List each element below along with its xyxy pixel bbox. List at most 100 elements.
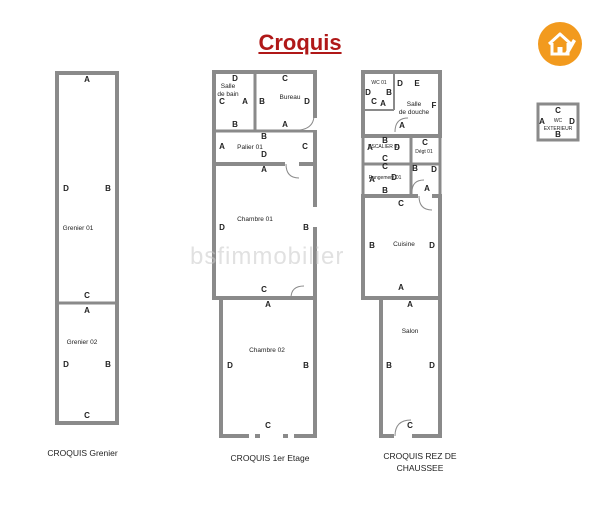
- wall-letter-c: C: [282, 74, 288, 83]
- logo-badge: [538, 22, 582, 66]
- wall-letter-c: C: [398, 199, 404, 208]
- room-label-chambre01: Chambre 01: [237, 216, 273, 223]
- wall-letter-b: B: [259, 97, 265, 106]
- wall-letter-a: A: [380, 99, 386, 108]
- door-opening: [313, 207, 317, 227]
- chambre01-outline: [212, 162, 317, 300]
- room-label-rangement: Rangement 01: [369, 175, 402, 181]
- wall-letter-d: D: [569, 117, 575, 126]
- room-label-cuisine: Cuisine: [393, 241, 415, 248]
- wall-letter-d: D: [219, 223, 225, 232]
- house-pencil-icon: [547, 32, 576, 56]
- wall-letter-a: A: [424, 184, 430, 193]
- wall-letter-f: F: [432, 101, 437, 110]
- wall-letter-a: A: [367, 143, 373, 152]
- room-label-palier: Palier 01: [237, 144, 263, 151]
- room-label-wc01: WC 01: [371, 80, 387, 86]
- wall-letter-a: A: [265, 300, 271, 309]
- wall-letter-d: D: [365, 88, 371, 97]
- wall-letter-b: B: [412, 164, 418, 173]
- wall-letter-b: B: [382, 136, 388, 145]
- wall-letter-b: B: [369, 241, 375, 250]
- wall-letter-d: D: [304, 97, 310, 106]
- wall-letter-d: D: [232, 74, 238, 83]
- wall-letter-b: B: [105, 360, 111, 369]
- door-swing: [285, 163, 300, 179]
- caption-1er-etage: CROQUIS 1er Etage: [230, 453, 310, 463]
- wall-letter-d: D: [431, 165, 437, 174]
- door-opening: [244, 433, 294, 439]
- wall-letter-a: A: [399, 121, 405, 130]
- wall-letter-e: E: [414, 79, 420, 88]
- room-label-grenier02: Grenier 02: [67, 339, 98, 346]
- wall-letter-c: C: [219, 97, 225, 106]
- door-opening: [418, 194, 432, 198]
- wall-letter-c: C: [407, 421, 413, 430]
- wall-letter-c: C: [382, 154, 388, 163]
- caption-rez-de-chaussee: CROQUIS REZ DE CHAUSSEE: [360, 450, 480, 474]
- room-label-degt: Dégt 01: [415, 149, 433, 155]
- wall-letter-c: C: [84, 411, 90, 420]
- wall-letter-a: A: [84, 306, 90, 315]
- page-title: Croquis: [258, 30, 342, 55]
- door-swing: [411, 179, 425, 193]
- wall-letter-b: B: [303, 361, 309, 370]
- door-opening: [300, 118, 317, 130]
- wall-letter-d: D: [261, 150, 267, 159]
- wall-letter-d: D: [227, 361, 233, 370]
- caption-grenier: CROQUIS Grenier: [47, 448, 118, 458]
- wall-letter-d: D: [391, 173, 397, 182]
- caption-rdc-line1: CROQUIS REZ DE: [383, 451, 457, 461]
- door-swing: [418, 195, 433, 211]
- wall-letter-a: A: [84, 75, 90, 84]
- wall-letter-d: D: [63, 184, 69, 193]
- wall-letter-c: C: [422, 138, 428, 147]
- wall-letter-c: C: [371, 97, 377, 106]
- wall-letter-b: B: [105, 184, 111, 193]
- wall-letter-a: A: [369, 175, 375, 184]
- door-swing: [394, 419, 412, 437]
- wall-letter-a: A: [539, 117, 545, 126]
- wall-letter-b: B: [386, 88, 392, 97]
- wall-letter-b: B: [382, 186, 388, 195]
- wall-letter-a: A: [398, 283, 404, 292]
- wall-letter-d: D: [397, 79, 403, 88]
- wall-letter-d: D: [429, 241, 435, 250]
- wall-letter-a: A: [407, 300, 413, 309]
- wc-exterieur-outline: [536, 102, 580, 142]
- wall-letter-d: D: [429, 361, 435, 370]
- wall-letter-a: A: [282, 120, 288, 129]
- chambre02-outline: [219, 296, 317, 438]
- room-label-escalier: ESCALIER 01: [368, 144, 400, 150]
- wall-letter-c: C: [84, 291, 90, 300]
- watermark: bsfimmobilier: [190, 243, 345, 270]
- room-label-grenier01: Grenier 01: [63, 225, 94, 232]
- wall-letter-c: C: [302, 142, 308, 151]
- wall-letter-c: C: [265, 421, 271, 430]
- wall-letter-c: C: [261, 285, 267, 294]
- wall-letter-c: C: [555, 106, 561, 115]
- door-swing: [394, 117, 409, 133]
- wall-letter-b: B: [555, 130, 561, 139]
- room-label-salon: Salon: [402, 328, 419, 335]
- door-opening: [285, 162, 299, 166]
- wall-letter-d: D: [63, 360, 69, 369]
- wall-letter-a: A: [242, 97, 248, 106]
- door-swing: [299, 114, 315, 131]
- caption-rdc-line2: CHAUSSEE: [396, 463, 444, 473]
- wall-letter-b: B: [386, 361, 392, 370]
- wall-letter-b: B: [303, 223, 309, 232]
- wall-letter-c: C: [382, 162, 388, 171]
- wall-letter-b: B: [261, 132, 267, 141]
- wall-letter-a: A: [261, 165, 267, 174]
- door-swing: [290, 285, 305, 299]
- wall-letter-b: B: [232, 120, 238, 129]
- grenier-outline: [55, 71, 119, 425]
- room-label-bureau: Bureau: [280, 94, 301, 101]
- room-label-chambre02: Chambre 02: [249, 347, 285, 354]
- wall-letter-a: A: [219, 142, 225, 151]
